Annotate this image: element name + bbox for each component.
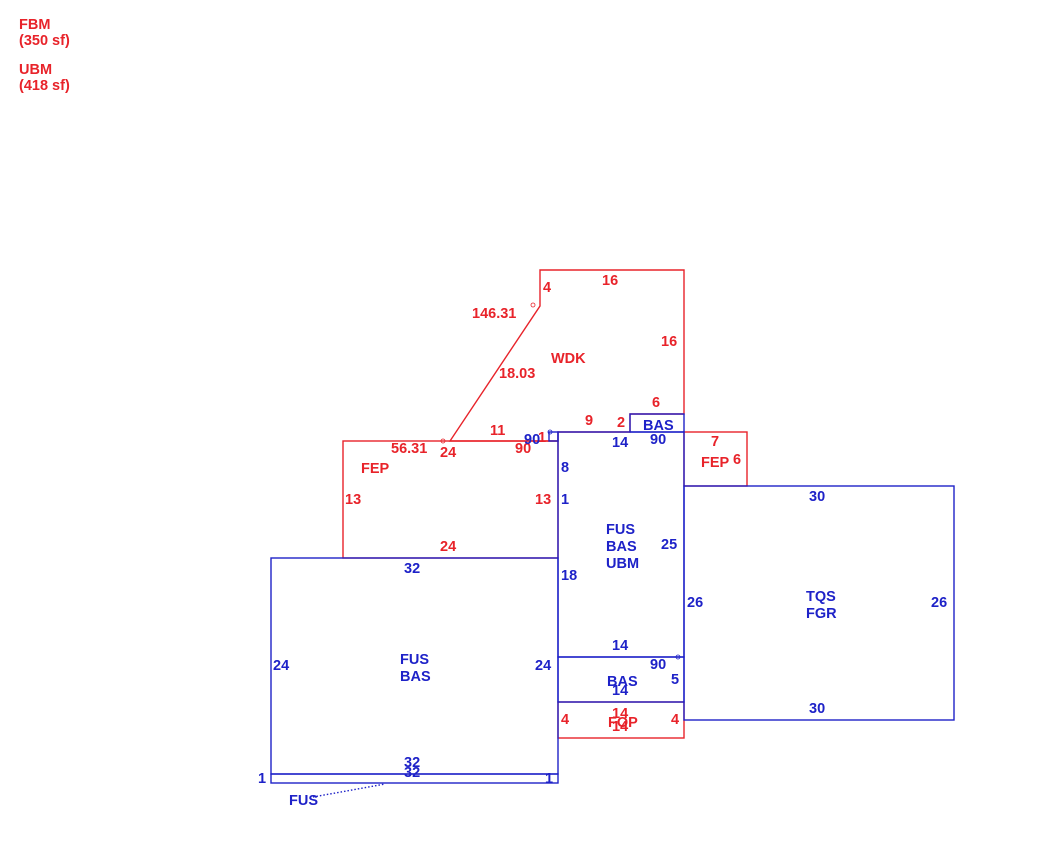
- dim-label: 18: [561, 568, 577, 584]
- area-label-garage-2: FGR: [806, 606, 837, 622]
- vertex-marker: [675, 654, 681, 660]
- legend-code: UBM: [19, 62, 53, 78]
- dim-label: 146.31: [472, 306, 516, 322]
- dim-label: 90: [524, 432, 540, 448]
- fus-leader-line: [312, 783, 386, 798]
- dim-label: 1: [538, 430, 546, 446]
- dim-label: 90: [650, 657, 666, 673]
- dim-label: 4: [543, 280, 551, 296]
- dim-label: 56.31: [391, 441, 427, 457]
- dim-label: 7: [711, 434, 719, 450]
- garage-tqs-fgr-outline: [683, 485, 955, 721]
- dim-label: 6: [652, 395, 660, 411]
- dim-label: 13: [345, 492, 361, 508]
- legend-item-fbm: FBM (350 sf): [19, 17, 70, 49]
- dim-label: 5: [671, 672, 679, 688]
- dim-label: 90: [650, 432, 666, 448]
- dim-label: 24: [535, 658, 551, 674]
- dim-label: 16: [661, 334, 677, 350]
- dim-label: 16: [602, 273, 618, 289]
- dim-label: 30: [809, 489, 825, 505]
- dim-label: 14: [612, 683, 628, 699]
- dim-label: 13: [535, 492, 551, 508]
- dim-label: 32: [404, 765, 420, 781]
- area-legend: FBM (350 sf) UBM (418 sf): [19, 17, 70, 107]
- dim-label: 4: [561, 712, 569, 728]
- area-label-main-2: BAS: [400, 669, 431, 685]
- dim-label: 24: [440, 445, 456, 461]
- dim-label: 26: [931, 595, 947, 611]
- area-label-garage-1: TQS: [806, 589, 836, 605]
- dim-label: 2: [617, 415, 625, 431]
- dim-label: 25: [661, 537, 677, 553]
- vertex-marker: [530, 302, 536, 308]
- dim-label: 6: [733, 452, 741, 468]
- dim-label: 14: [612, 435, 628, 451]
- dim-label: 14: [612, 638, 628, 654]
- area-label-bas-lower: BAS: [607, 674, 638, 690]
- vertex-marker: [440, 438, 446, 444]
- legend-code: FBM: [19, 17, 51, 33]
- area-label-main-1: FUS: [400, 652, 429, 668]
- dim-label: 14: [612, 719, 628, 735]
- fus-strip-outline: [270, 773, 559, 784]
- vertex-marker: [547, 429, 553, 435]
- dim-label: 11: [490, 423, 505, 439]
- dim-label: 32: [404, 561, 420, 577]
- area-label-center-1: FUS: [606, 522, 635, 538]
- area-label-fop: FOP: [608, 715, 638, 731]
- dim-label: 18.03: [499, 366, 535, 382]
- mini-connector-outline: [548, 431, 559, 442]
- area-label-bas-small: BAS: [643, 418, 674, 434]
- area-label-fus-strip: FUS: [289, 793, 318, 809]
- dim-label: 8: [561, 460, 569, 476]
- dim-label: 9: [585, 413, 593, 429]
- area-label-fep-left: FEP: [361, 461, 390, 477]
- dim-label: 1: [545, 771, 553, 787]
- legend-area: (350 sf): [19, 33, 70, 49]
- dim-label: 30: [809, 701, 825, 717]
- dim-label: 90: [515, 441, 531, 457]
- area-label-center-2: BAS: [606, 539, 637, 555]
- dim-label: 24: [273, 658, 289, 674]
- dim-label: 1: [561, 492, 569, 508]
- area-label-wdk: WDK: [551, 351, 586, 367]
- area-label-center-3: UBM: [606, 556, 639, 572]
- dim-label: 24: [440, 539, 456, 555]
- dim-label: 14: [612, 706, 628, 722]
- legend-area: (418 sf): [19, 78, 70, 94]
- dim-label: 32: [404, 755, 420, 771]
- dim-label: 4: [671, 712, 679, 728]
- area-label-fep-right: FEP: [701, 455, 730, 471]
- dim-label: 1: [258, 771, 266, 787]
- dim-label: 26: [687, 595, 703, 611]
- legend-item-ubm: UBM (418 sf): [19, 62, 70, 94]
